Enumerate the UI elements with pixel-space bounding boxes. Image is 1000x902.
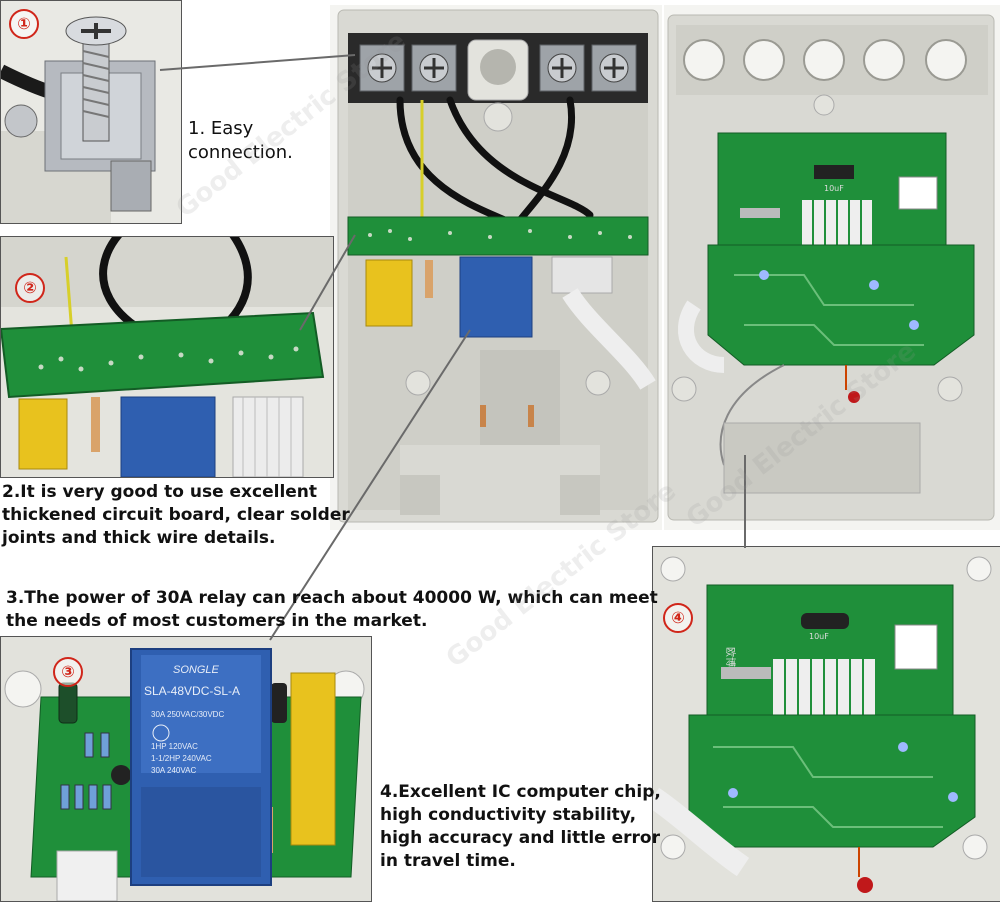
ic-board-illustration: 欧博时 10uF	[653, 547, 1000, 901]
circuit-board-closeup: ②	[0, 236, 334, 478]
relay-brand-label: SONGLE	[173, 664, 220, 676]
caption-easy-connection: 1. Easy connection.	[188, 117, 293, 165]
caption-2-line-3: joints and thick wire details.	[2, 528, 276, 548]
caption-1-line-1: 1. Easy	[188, 118, 254, 139]
caption-3-line-1: 3.The power of 30A relay can reach about…	[6, 588, 658, 608]
caption-circuit-board: 2.It is very good to use excellent thick…	[2, 481, 350, 550]
caption-ic-chip: 4.Excellent IC computer chip, high condu…	[380, 781, 661, 873]
caption-relay-power: 3.The power of 30A relay can reach about…	[6, 587, 658, 633]
caption-4-line-2: high conductivity stability,	[380, 805, 637, 825]
capacitor-bottom-label: 10uF	[809, 632, 829, 641]
enclosure-lid-photo: 10uF	[664, 5, 1000, 530]
caption-2-line-2: thickened circuit board, clear solder	[2, 505, 350, 525]
circuit-board-illustration	[1, 237, 333, 477]
caption-4-line-3: high accuracy and little error	[380, 828, 660, 848]
relay-rating-label: 30A 250VAC/30VDC	[151, 710, 224, 719]
relay-model-label: SLA-48VDC-SL-A	[144, 684, 240, 698]
enclosure-base-photo	[330, 5, 662, 530]
caption-2-line-1: 2.It is very good to use excellent	[2, 482, 318, 502]
relay-amp-label: 30A 240VAC	[151, 766, 196, 775]
screw-terminal-closeup: ①	[0, 0, 182, 224]
relay-hp2-label: 1-1/2HP 240VAC	[151, 754, 212, 763]
enclosure-base-illustration	[337, 9, 659, 523]
relay-closeup: SONGLE SLA-48VDC-SL-A 30A 250VAC/30VDC 1…	[0, 636, 372, 902]
badge-4: ④	[663, 603, 693, 633]
ic-chip-closeup: 欧博时 10uF ④	[652, 546, 1000, 902]
badge-1: ①	[9, 9, 39, 39]
enclosure-lid-illustration: 10uF	[667, 14, 995, 521]
relay-hp1-label: 1HP 120VAC	[151, 742, 198, 751]
screw-terminal-illustration	[1, 1, 181, 223]
caption-4-line-1: 4.Excellent IC computer chip,	[380, 782, 661, 802]
caption-3-line-2: the needs of most customers in the marke…	[6, 611, 428, 631]
badge-2: ②	[15, 273, 45, 303]
caption-1-line-2: connection.	[188, 142, 293, 163]
caption-4-line-4: in travel time.	[380, 851, 516, 871]
badge-3: ③	[53, 657, 83, 687]
capacitor-top-label: 10uF	[824, 184, 844, 193]
relay-illustration: SONGLE SLA-48VDC-SL-A 30A 250VAC/30VDC 1…	[1, 637, 371, 901]
